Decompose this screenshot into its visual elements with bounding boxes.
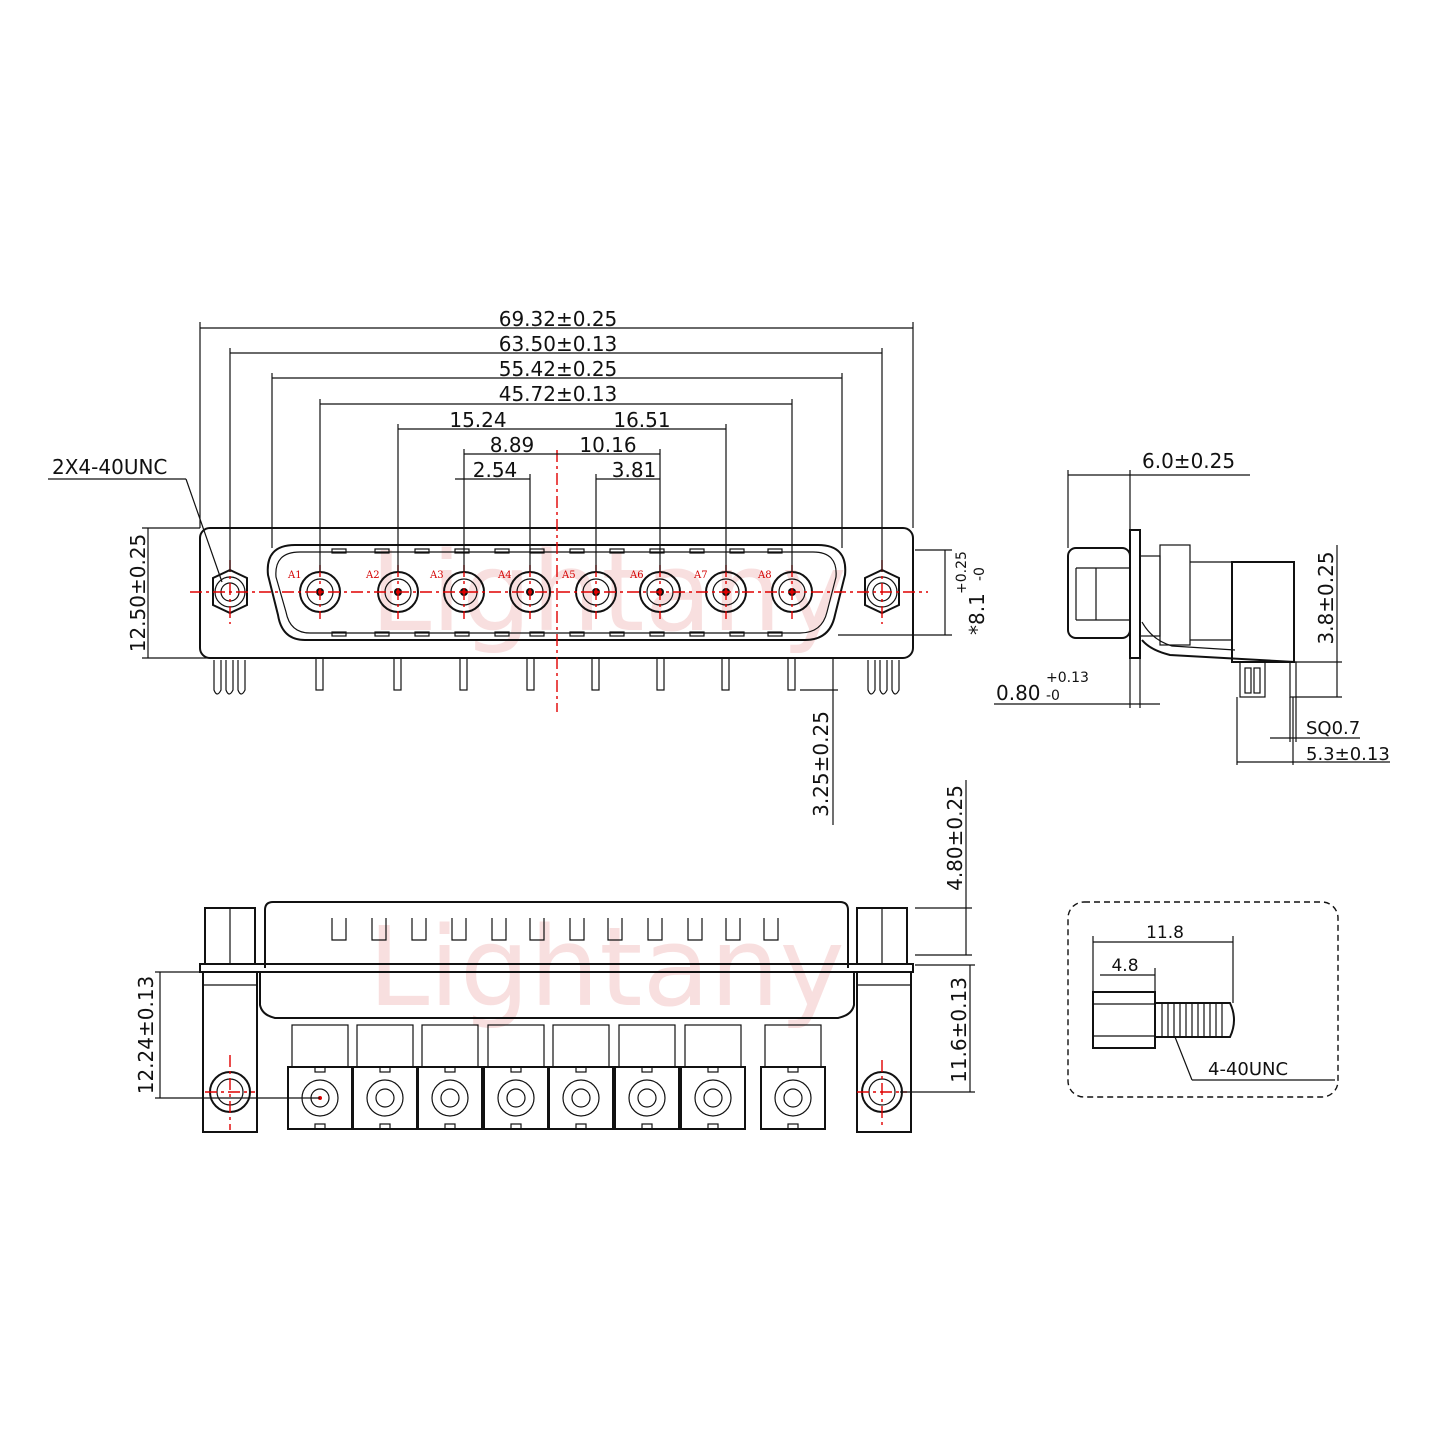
front-d-shell — [266, 544, 847, 641]
bottom-left-bracket — [202, 971, 258, 1133]
pin-label-a2: A2 — [365, 570, 380, 581]
screw-thread-lines — [1161, 1004, 1223, 1036]
front-dimension-lines — [48, 322, 952, 825]
pin-label-a3: A3 — [429, 570, 444, 581]
dim-shell-height: *8.1 — [965, 593, 989, 635]
dim-pin-span: 45.72±0.13 — [499, 382, 618, 406]
dim-left-small: 2.54 — [473, 458, 518, 482]
screw-thread — [1155, 1002, 1235, 1038]
dim-pin-offset: 5.3±0.13 — [1306, 744, 1390, 765]
side-dimension-lines — [994, 470, 1390, 765]
side-board-lock — [1239, 661, 1266, 698]
pin-label-a7: A7 — [693, 570, 708, 581]
dim-shell-height-tol-plus: +0.25 — [954, 551, 970, 594]
dim-pin-length: 3.25±0.25 — [809, 711, 833, 817]
dim-side-height: 3.8±0.25 — [1314, 551, 1338, 644]
bottom-shell — [264, 901, 849, 968]
bottom-slot-marks — [331, 918, 779, 941]
bottom-right-bracket — [856, 971, 912, 1133]
side-rear-body — [1231, 561, 1295, 663]
dim-height: 12.50±0.25 — [126, 534, 150, 653]
dim-shell-depth: 4.80±0.25 — [943, 785, 967, 891]
screw-length: 11.8 — [1146, 923, 1184, 943]
screw-detail-frame — [1067, 901, 1339, 1098]
pin-label-a5: A5 — [561, 570, 576, 581]
dim-mount-holes: 63.50±0.13 — [499, 332, 618, 356]
dim-plate-thickness: 0.80 — [996, 681, 1041, 705]
screw-thread-spec: 4-40UNC — [1208, 1059, 1288, 1080]
pin-label-a1: A1 — [287, 570, 302, 581]
dim-plate-tol-minus: -0 — [1046, 688, 1060, 704]
screw-dimension-lines — [1092, 936, 1335, 1081]
dim-right-height: 11.6±0.13 — [947, 977, 971, 1083]
pin-label-a8: A8 — [757, 570, 772, 581]
side-view: 6.0±0.25 3.8±0.25 0.80 +0.13 -0 SQ0.7 5.… — [994, 449, 1390, 765]
dim-plate-tol-plus: +0.13 — [1046, 670, 1089, 686]
dim-shell-height-tol-minus: -0 — [972, 567, 988, 581]
thread-callout: 2X4-40UNC — [52, 455, 167, 479]
front-view: A1 A2 A3 A4 A5 A6 A7 A8 — [48, 307, 989, 825]
dim-right-small: 3.81 — [612, 458, 657, 482]
watermark-bottom: Lightany — [368, 903, 845, 1031]
pin-label-a4: A4 — [497, 570, 512, 581]
bottom-dimension-lines — [155, 780, 975, 1099]
front-pcb-pins — [213, 657, 900, 695]
dim-left-height: 12.24±0.13 — [134, 976, 158, 1095]
bottom-flange — [199, 963, 914, 973]
dim-left-mid: 8.89 — [490, 433, 535, 457]
bottom-view: 4.80±0.25 12.24±0.13 11.6±0.13 — [134, 780, 975, 1133]
screw-hex-length: 4.8 — [1111, 956, 1138, 976]
front-slot-marks — [331, 548, 783, 637]
dim-pin-square: SQ0.7 — [1306, 718, 1360, 739]
side-bracket — [1141, 639, 1296, 663]
dim-side-depth: 6.0±0.25 — [1142, 449, 1235, 473]
dim-left-span: 15.24 — [449, 408, 506, 432]
dim-overall: 69.32±0.25 — [499, 307, 618, 331]
screw-hex — [1092, 991, 1156, 1049]
dim-shell: 55.42±0.25 — [499, 357, 618, 381]
dim-right-mid: 10.16 — [579, 433, 636, 457]
bottom-centerlines — [205, 1055, 907, 1130]
side-mount-plate — [1129, 529, 1141, 659]
dim-right-span: 16.51 — [613, 408, 670, 432]
screw-detail: 11.8 4.8 4-40UNC — [1067, 901, 1339, 1098]
side-hex-nut — [1067, 547, 1131, 639]
front-d-shell-inner — [275, 551, 837, 634]
bottom-insert — [259, 972, 855, 1019]
pin-label-a6: A6 — [629, 570, 644, 581]
side-pcb-pin — [1289, 661, 1297, 698]
bottom-coax-blocks — [287, 1024, 826, 1130]
